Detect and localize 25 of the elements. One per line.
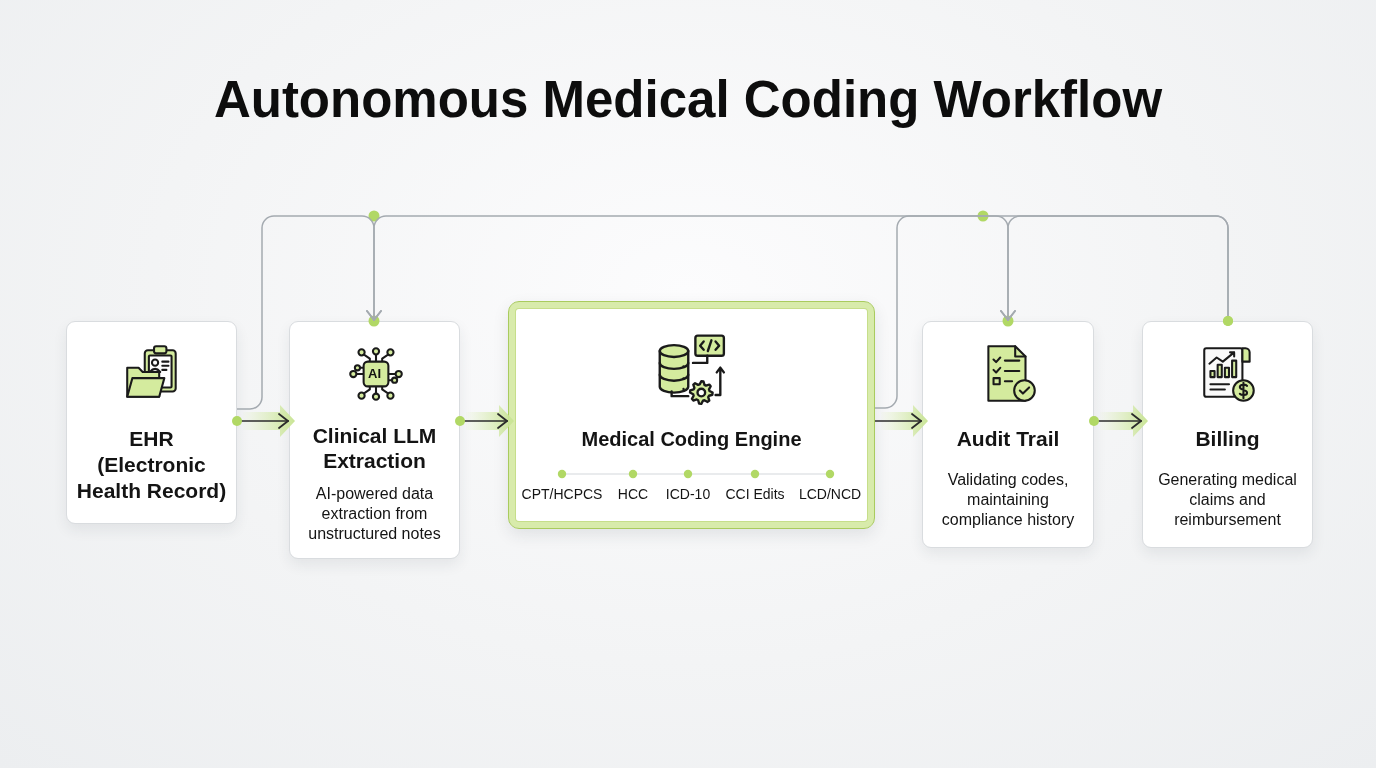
- code-set-label: LCD/NCD: [798, 485, 862, 503]
- card-description: AI-powered data extraction from unstructured notes: [307, 484, 442, 544]
- highlighted-process-card: [508, 301, 875, 529]
- code-set-label: ICD-10: [665, 485, 711, 503]
- flow-arrow: [232, 405, 295, 437]
- code-set-label: CCI Edits: [725, 485, 785, 503]
- process-card: [1142, 321, 1313, 548]
- card-title: EHR (Electronic Health Record): [75, 426, 228, 504]
- process-card: [289, 321, 460, 559]
- card-title: Billing: [1195, 426, 1260, 452]
- chip-label: AI: [368, 365, 381, 381]
- card-description: Generating medical claims and reimbursement: [1157, 470, 1298, 530]
- process-card: [66, 321, 237, 524]
- card-description: Validating codes, maintaining compliance history: [940, 470, 1076, 530]
- card-title: Clinical LLM Extraction: [311, 423, 438, 473]
- flow-arrow: [1089, 405, 1148, 437]
- flow-arrow: [874, 405, 928, 437]
- code-set-label: HCC: [617, 485, 649, 503]
- flow-arrow: [455, 405, 514, 437]
- card-title: Medical Coding Engine: [581, 427, 802, 451]
- diagram-title: Autonomous Medical Coding Workflow: [213, 70, 1163, 130]
- process-card: [922, 321, 1094, 548]
- feedback-connector: [366, 215, 1233, 326]
- card-title: Audit Trail: [956, 426, 1060, 452]
- code-set-label: CPT/HCPCS: [521, 485, 603, 503]
